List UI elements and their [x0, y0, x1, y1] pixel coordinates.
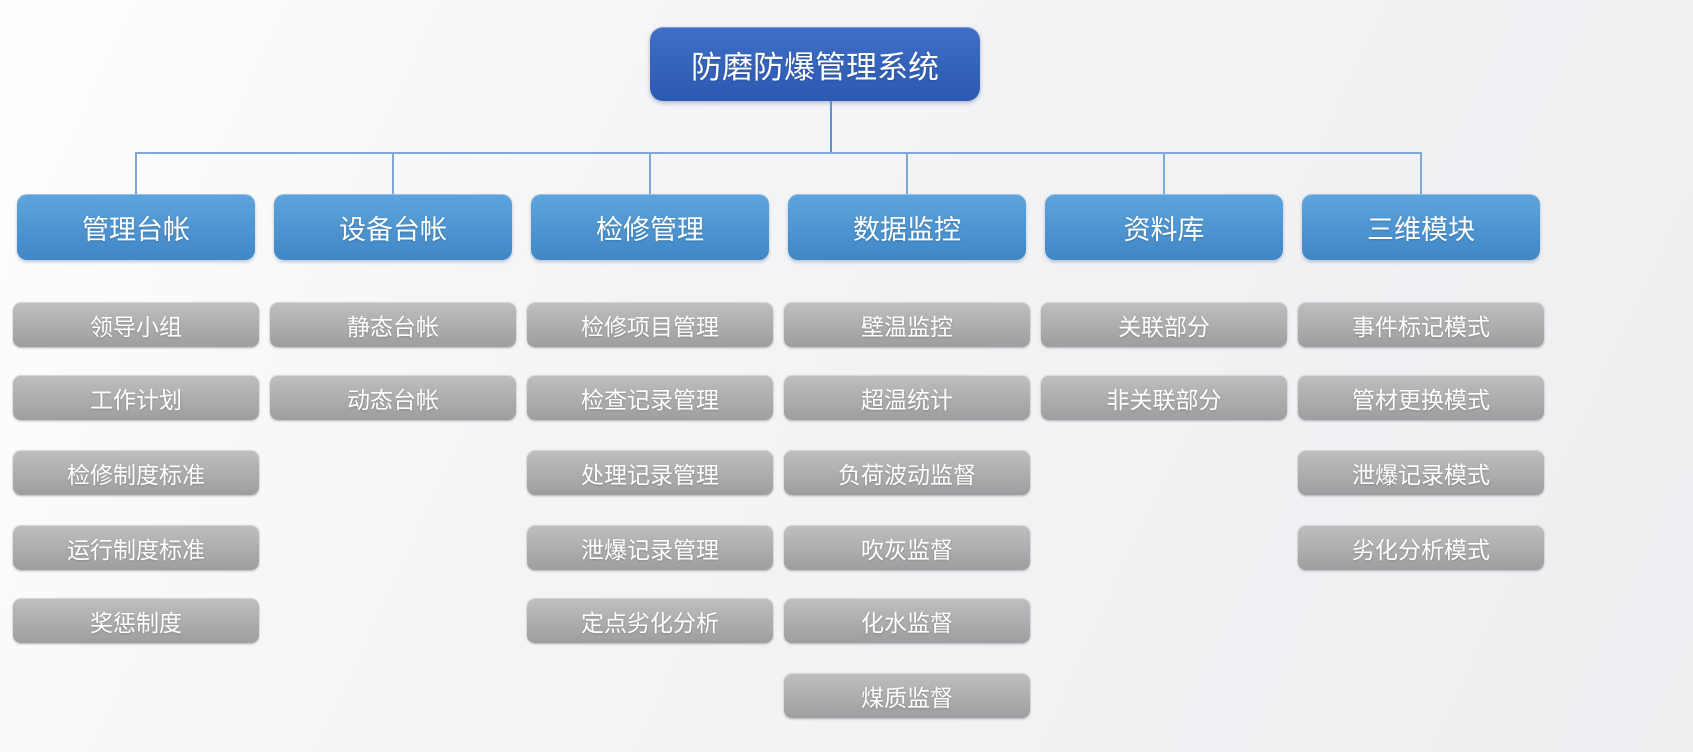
- child-node-box: 劣化分析模式: [1298, 525, 1544, 570]
- root-node-label: 防磨防爆管理系统: [691, 49, 939, 85]
- child-node-box: 运行制度标准: [13, 525, 259, 570]
- connector-branch-drop: [392, 152, 394, 194]
- connector-branch-drop: [1163, 152, 1165, 194]
- child-node-box: 煤质监督: [784, 673, 1030, 718]
- child-node-box: 超温统计: [784, 375, 1030, 420]
- child-node-box: 吹灰监督: [784, 525, 1030, 570]
- connector-branch-drop: [1420, 152, 1422, 194]
- child-node-box: 检查记录管理: [527, 375, 773, 420]
- child-node-box: 动态台帐: [270, 375, 516, 420]
- child-node-box: 泄爆记录模式: [1298, 450, 1544, 495]
- child-node-box: 关联部分: [1041, 302, 1287, 347]
- branch-node-box-three-d-module: 三维模块: [1302, 194, 1540, 260]
- branch-node-box-overhaul-management: 检修管理: [531, 194, 769, 260]
- connector-branch-drop: [906, 152, 908, 194]
- child-node-box: 壁温监控: [784, 302, 1030, 347]
- child-node-box: 事件标记模式: [1298, 302, 1544, 347]
- branch-node-box-data-monitoring: 数据监控: [788, 194, 1026, 260]
- child-node-box: 负荷波动监督: [784, 450, 1030, 495]
- branch-node-box-reference-library: 资料库: [1045, 194, 1283, 260]
- child-node-box: 泄爆记录管理: [527, 525, 773, 570]
- child-node-box: 检修项目管理: [527, 302, 773, 347]
- root-node-box: 防磨防爆管理系统: [650, 27, 980, 101]
- child-node-box: 非关联部分: [1041, 375, 1287, 420]
- child-node-box: 检修制度标准: [13, 450, 259, 495]
- connector-root-stub: [830, 101, 832, 152]
- child-node-box: 静态台帐: [270, 302, 516, 347]
- child-node-box: 管材更换模式: [1298, 375, 1544, 420]
- connector-branch-drop: [649, 152, 651, 194]
- branch-node-box-management-ledger: 管理台帐: [17, 194, 255, 260]
- child-node-box: 工作计划: [13, 375, 259, 420]
- connector-branch-drop: [135, 152, 137, 194]
- child-node-box: 领导小组: [13, 302, 259, 347]
- child-node-box: 化水监督: [784, 598, 1030, 643]
- child-node-box: 处理记录管理: [527, 450, 773, 495]
- connector-horizontal-rail: [135, 152, 1422, 154]
- child-node-box: 定点劣化分析: [527, 598, 773, 643]
- branch-node-box-equipment-ledger: 设备台帐: [274, 194, 512, 260]
- child-node-box: 奖惩制度: [13, 598, 259, 643]
